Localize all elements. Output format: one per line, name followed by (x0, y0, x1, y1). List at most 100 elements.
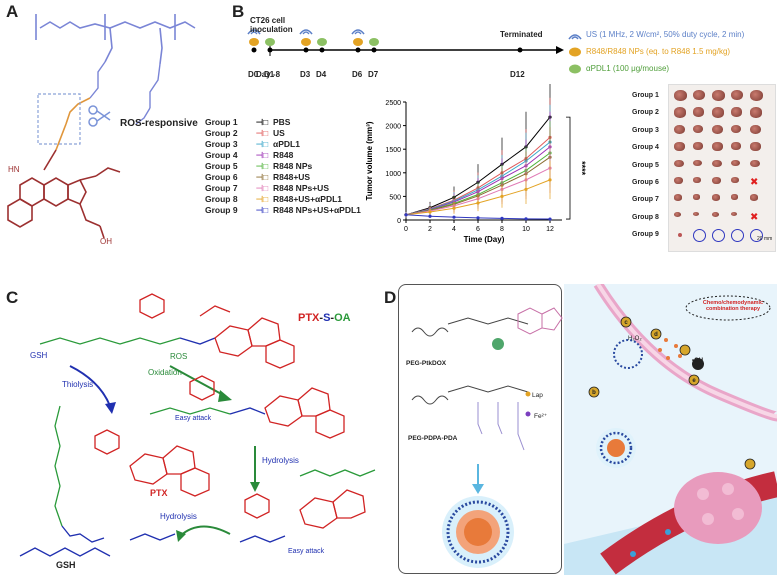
group-legend-item: Group 6⊣□R848+US (205, 172, 310, 183)
empty-circle-icon (712, 229, 725, 243)
legend-r848: R848/R848 NPs (eq. to R848 1.5 mg/kg) (568, 47, 730, 57)
cross-icon: ✖ (750, 177, 759, 188)
panel-label-c: C (6, 288, 19, 307)
svg-text:c: c (624, 320, 628, 326)
scissor-icon (88, 105, 111, 127)
data-point (476, 201, 480, 205)
group-name: US (273, 128, 285, 138)
timeline-dot (303, 47, 309, 53)
group-line-icon: ⊣□ (255, 194, 269, 204)
day-label: D4 (316, 70, 327, 79)
data-point (548, 217, 552, 221)
day-label: D0 (248, 70, 259, 79)
tumor-image (731, 211, 738, 217)
easy-attack-1-label: Easy attack (175, 415, 212, 422)
tumor-image (750, 159, 760, 168)
us-wave-icon (568, 30, 582, 40)
tumor-image (712, 90, 725, 101)
ros-label: ROS (170, 352, 188, 361)
group-name: R848 NPs+US (273, 183, 329, 193)
end-day-label: D12 (510, 70, 525, 79)
timeline-dot (251, 47, 257, 53)
tumor-image (712, 211, 720, 218)
tumor-image (693, 159, 702, 167)
tumor-image (674, 90, 687, 101)
photo-row-label: Group 4 (632, 144, 659, 152)
group-name: R848+US (273, 172, 311, 182)
y-tick-label: 2000 (385, 124, 401, 131)
group-line-icon: ⊣□ (255, 117, 269, 127)
data-point (404, 213, 408, 217)
tumor-image (693, 124, 704, 134)
significance-label: **** (577, 161, 587, 176)
oxidation-label: Oxidation (148, 368, 182, 377)
group-line-icon: ⊣□ (255, 150, 269, 160)
data-point (524, 187, 528, 191)
svg-text:OH: OH (100, 237, 112, 246)
timeline-dot (355, 47, 361, 53)
polymer1-label: PEG-PtkDOX (406, 360, 447, 367)
gsh-bottom-label: GSH (56, 560, 76, 570)
y-tick-label: 500 (389, 194, 401, 201)
group-id: Group 2 (205, 128, 238, 138)
photo-row-label: Group 3 (632, 126, 659, 134)
photo-row-label: Group 2 (632, 109, 659, 117)
x-tick-label: 6 (476, 226, 480, 233)
hydrolysis-2-label: Hydrolysis (160, 512, 197, 521)
inoculation-label: CT26 cell inoculation (250, 16, 293, 34)
group-id: Group 4 (205, 150, 238, 160)
photo-row-label: Group 9 (632, 231, 659, 239)
x-tick-label: 10 (522, 226, 530, 233)
group-legend-item: Group 2⊣□US (205, 128, 285, 139)
photo-row-label: Group 8 (632, 213, 659, 221)
timeline-dot (267, 47, 273, 53)
cross-icon: ✖ (750, 211, 759, 223)
group-id: Group 7 (205, 183, 238, 193)
group-legend-item: Group 8⊣□R848+US+αPDL1 (205, 194, 342, 205)
tumor-image (731, 159, 740, 167)
y-tick-label: 1500 (385, 147, 401, 154)
therapy-label: Chemo/chemodynamic combination therapy (702, 300, 764, 312)
green-drop-icon (369, 38, 379, 46)
y-tick-label: 1000 (385, 171, 401, 178)
tumor-image (674, 177, 683, 184)
panel-label-d: D (384, 288, 397, 307)
polymer2-label: PEG-PDPA-PDA (408, 435, 458, 442)
tumor-image (712, 107, 725, 118)
ros-responsive-label: ROS-responsive (120, 118, 198, 129)
y-axis-label: Tumor volume (mm³) (365, 121, 374, 200)
gsh-top-label: GSH (30, 351, 48, 360)
group-id: Group 5 (205, 161, 238, 171)
tumor-image (693, 90, 705, 100)
group-legend-item: Group 1⊣□PBS (205, 117, 290, 128)
group-line-icon: ⊣□ (255, 139, 269, 149)
group-line-icon: ⊣□ (255, 183, 269, 193)
x-tick-label: 0 (404, 226, 408, 233)
x-tick-label: 8 (500, 226, 504, 233)
tumor-image (731, 177, 739, 183)
group-id: Group 8 (205, 194, 238, 204)
panel-a-structure: HN OH ROS-responsive (7, 14, 198, 246)
panel-label-b: B (232, 2, 245, 21)
tumor-image (731, 194, 739, 200)
svg-text:d: d (654, 332, 658, 338)
h2o2-label: H₂O₂ (628, 336, 642, 342)
tumor-image (674, 107, 687, 118)
significance-bracket (566, 116, 571, 220)
x-tick-label: 12 (546, 226, 554, 233)
empty-circle-icon (731, 229, 744, 243)
tumor-image (731, 107, 743, 117)
group-id: Group 1 (205, 117, 238, 127)
x-tick-label: 4 (452, 226, 456, 233)
tumor-image (674, 142, 685, 151)
tumor-image (750, 124, 762, 135)
panel-d-scheme: c d e b a (411, 284, 777, 575)
tumor-image (693, 211, 700, 217)
day-label: D3 (300, 70, 311, 79)
legend-apdl1: αPDL1 (100 μg/mouse) (568, 64, 669, 74)
tumor-image (693, 142, 703, 150)
data-point (452, 215, 456, 219)
yellow-drop-icon (249, 38, 259, 46)
svg-text:e: e (692, 378, 696, 384)
y-tick-label: 2500 (385, 100, 401, 107)
